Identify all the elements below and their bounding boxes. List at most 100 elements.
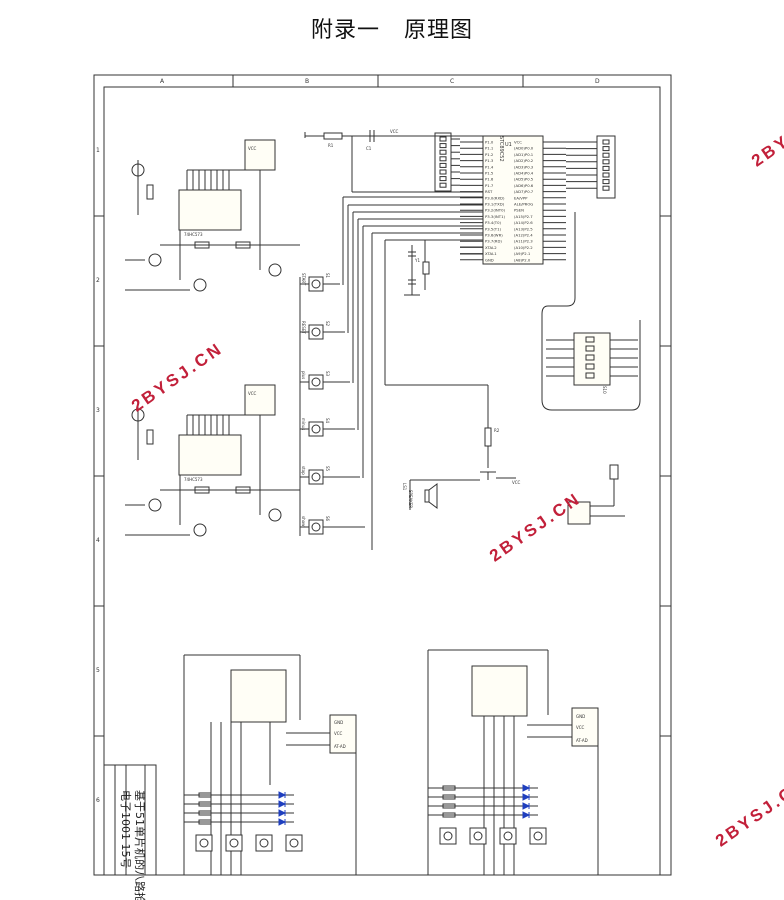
led-diode: [522, 811, 531, 819]
transistor-bottom: [193, 278, 207, 292]
pushbutton-label: START: [301, 273, 306, 286]
dip-pins: [546, 336, 638, 379]
u1-right-pin-label: (AD6)P0.6: [514, 183, 534, 188]
u1-right-pin-label: VCC: [514, 140, 522, 145]
u1-left-pin-label: P1.0: [485, 140, 494, 145]
dip-switch-lever: [585, 345, 595, 352]
key-button: [439, 827, 457, 845]
led-resistor: [198, 819, 212, 825]
mcu-u1: [482, 135, 544, 265]
display-ic-body: [244, 139, 276, 171]
crystal-section: [404, 239, 483, 296]
header-pin-left: [439, 136, 447, 142]
key-button-cap: [473, 831, 483, 841]
header-pin-right: [602, 159, 610, 165]
u1-left-pin-label: XTAL1: [485, 251, 497, 256]
title-part-appendix: 附录一: [310, 18, 380, 43]
u1-left-pin-label: RST: [485, 189, 493, 194]
pushbutton-ref: S3: [325, 371, 330, 377]
small-ic: [567, 464, 625, 525]
sensor-gnd-right: GND: [576, 714, 585, 719]
transistor-top: [131, 163, 145, 177]
transistor-right: [268, 508, 282, 522]
col-label-a: A: [160, 78, 165, 85]
pushbutton-cap: [311, 377, 321, 387]
resistor: [146, 184, 154, 200]
u1-right-pin-label: (AD1)P0.1: [514, 152, 534, 157]
key-button-cap: [289, 838, 299, 848]
u1-right-pin-label: PSEN: [514, 208, 524, 213]
button-bus: [342, 196, 483, 550]
transistor-right: [268, 263, 282, 277]
pushbutton-ref: S4: [325, 418, 330, 424]
dip-switch-lever: [585, 363, 595, 370]
cap-c1-label: C1: [366, 146, 372, 151]
crystal-ref: Y1: [414, 258, 420, 263]
row-label-2: 2: [96, 277, 100, 284]
u1-right-pin-label: EA/VPP: [514, 195, 528, 200]
u1-right-pin-label: (A8)P2.0: [514, 257, 531, 262]
header-pin-right: [602, 139, 610, 145]
sensor-gnd-left: GND: [334, 720, 343, 725]
header-pin-right: [602, 172, 610, 178]
pushbutton-label: show: [301, 516, 306, 527]
pushbutton-label: plus: [301, 371, 306, 379]
vcc-label-top: VCC: [390, 129, 399, 134]
u1-pin-labels: P1.0P1.1P1.2P1.3P1.4P1.5P1.6P1.7RSTP3.0(…: [460, 140, 566, 262]
resistor: [235, 241, 251, 249]
u1-right-pin-label: (A10)P2.2: [514, 245, 533, 250]
led-resistor: [442, 785, 456, 791]
u1-left-pin-label: P3.7(RD): [485, 239, 502, 244]
dip-ref: S10: [602, 386, 607, 394]
led-resistor: [198, 792, 212, 798]
header-pin-left: [439, 176, 447, 182]
key-button-cap: [199, 838, 209, 848]
resistor: [194, 241, 210, 249]
u1-left-pin-label: P3.4(T0): [485, 220, 502, 225]
dip-switch: [541, 212, 641, 411]
dip-switch-lever: [585, 372, 595, 379]
title-part-schematic: 原理图: [404, 18, 474, 43]
display-vcc-label: VCC: [248, 391, 257, 396]
u1-right-pin-label: (AD3)P0.3: [514, 164, 534, 169]
u1-right-pin-label: (A15)P2.7: [514, 214, 533, 219]
pushbutton-body: [308, 276, 324, 292]
pushbutton-body: [308, 519, 324, 535]
header-pin-right: [602, 146, 610, 152]
sensor-ad-right: AT-AD: [576, 738, 588, 743]
key-button-cap: [259, 838, 269, 848]
resistor: [235, 486, 251, 494]
header-pin-left: [439, 169, 447, 175]
key-button: [285, 834, 303, 852]
led-diode: [522, 793, 531, 801]
led-diode: [278, 800, 287, 808]
decoder-ic-body: [178, 189, 242, 231]
u1-right-pin-label: (AD5)P0.5: [514, 177, 534, 182]
title-block: [103, 764, 157, 876]
row-label-6: 6: [96, 797, 100, 804]
u1-left-pin-label: P1.7: [485, 183, 494, 188]
row-label-3: 3: [96, 407, 100, 414]
pushbutton-body: [308, 421, 324, 437]
key-button-cap: [533, 831, 543, 841]
pushbutton-ref: S1: [325, 273, 330, 279]
u1-left-pin-label: P1.6: [485, 177, 494, 182]
pushbutton-ref: S6: [325, 516, 330, 522]
title-block-number: 电子1001 15号: [119, 790, 132, 869]
u1-right-pin-label: (AD0)P0.0: [514, 146, 534, 151]
led-diode: [522, 802, 531, 810]
led-diode: [522, 784, 531, 792]
row-label-4: 4: [96, 537, 100, 544]
dip-switch-lever: [585, 354, 595, 361]
pushbutton-cap: [311, 424, 321, 434]
led-resistor: [442, 794, 456, 800]
decoder-part-label: 74HC573: [184, 477, 203, 482]
key-button-cap: [503, 831, 513, 841]
col-label-d: D: [595, 78, 600, 85]
col-label-c: C: [450, 78, 454, 85]
u1-left-pin-label: P1.5: [485, 171, 494, 176]
title-block-title: 基于51单片机的八路抢答器: [133, 790, 147, 900]
led-resistor: [198, 801, 212, 807]
